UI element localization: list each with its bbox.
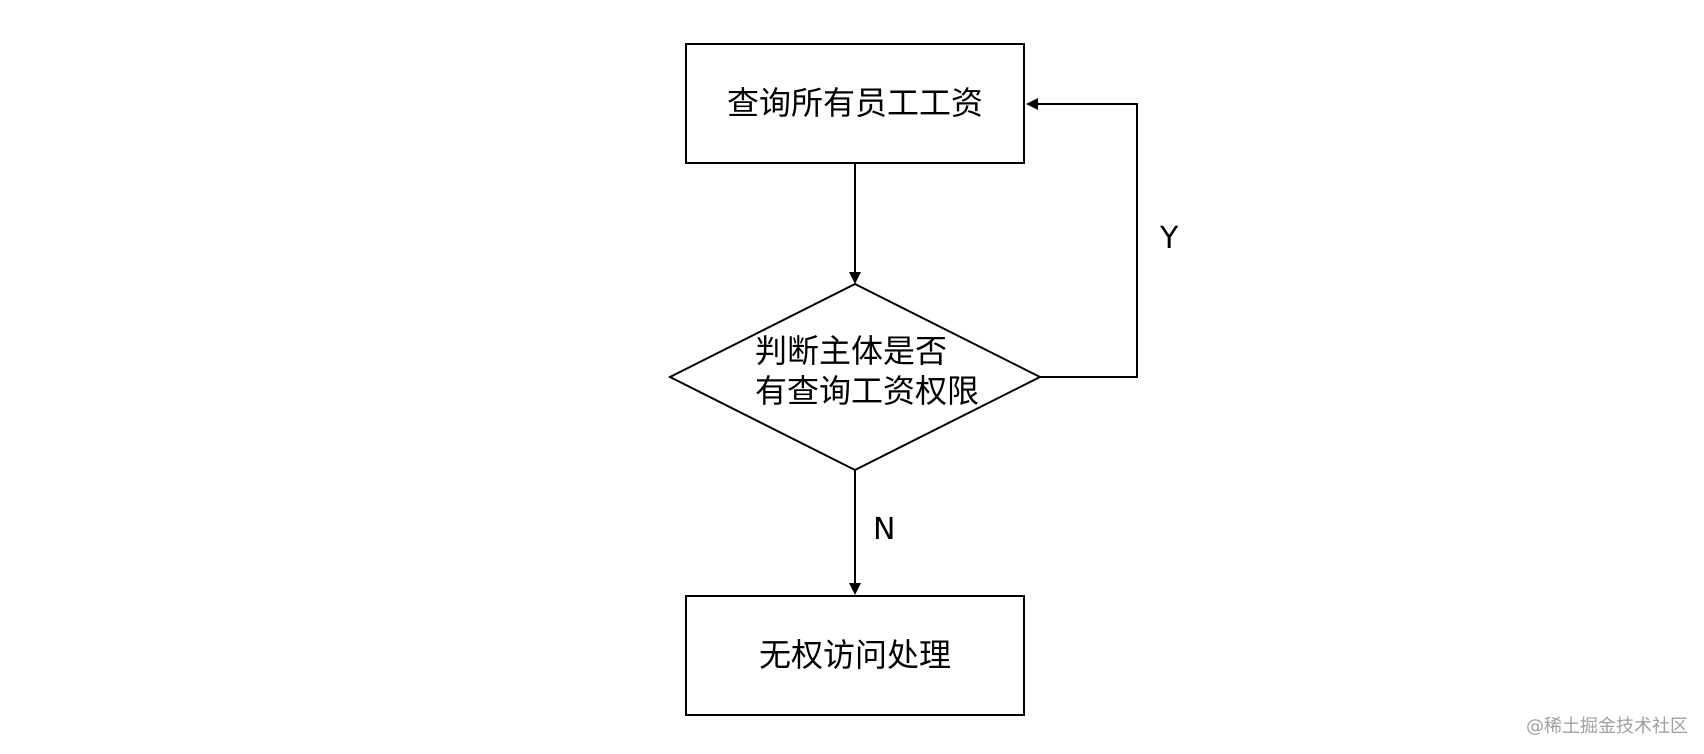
decision-label: 判断主体是否 有查询工资权限 (755, 331, 1015, 411)
process-box-query-salaries: 查询所有员工工资 (685, 43, 1025, 164)
arrow-decision-yes-loop (1026, 98, 1138, 378)
edge-label-yes: Y (1160, 221, 1179, 256)
edge-label-no: N (873, 512, 896, 547)
process-label-query-salaries: 查询所有员工工资 (726, 84, 983, 123)
decision-label-line-1: 判断主体是否 (755, 332, 948, 370)
watermark: @稀土掘金技术社区 (1526, 716, 1688, 737)
process-label-unauthorized: 无权访问处理 (758, 636, 951, 675)
process-box-unauthorized: 无权访问处理 (685, 595, 1025, 716)
decision-label-line-2: 有查询工资权限 (755, 372, 980, 410)
